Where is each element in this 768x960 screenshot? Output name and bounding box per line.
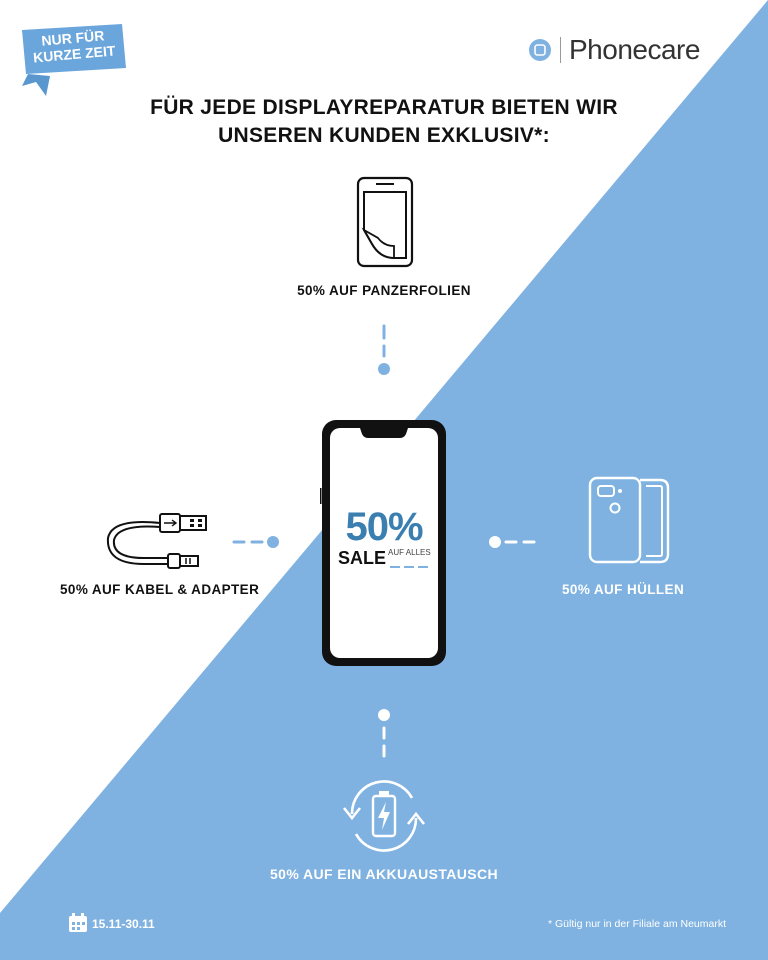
calendar-icon — [69, 913, 87, 932]
connector-right — [489, 536, 536, 548]
headline-line-2: UNSEREN KUNDEN EXKLUSIV*: — [218, 124, 550, 147]
label-kabel: 50% AUF KABEL & ADAPTER — [60, 582, 260, 597]
sale-small-text: AUF ALLES — [388, 548, 431, 557]
headline-line-1: FÜR JEDE DISPLAYREPARATUR BIETEN WIR — [150, 96, 618, 119]
label-akku: 50% AUF EIN AKKUAUSTAUSCH — [269, 866, 499, 882]
ribbon-text: NUR FÜR KURZE ZEIT — [22, 26, 125, 77]
footer-note: * Gültig nur in der Filiale am Neumarkt — [548, 918, 726, 930]
footer-date: 15.11-30.11 — [92, 917, 155, 931]
connector-bottom — [378, 709, 390, 758]
ribbon-badge — [22, 24, 126, 96]
sale-dashes — [390, 566, 428, 568]
phone-case-icon — [588, 476, 670, 564]
brand-name-prefix: Phone — [569, 34, 648, 65]
sale-phone — [320, 420, 446, 666]
sale-word: SALE — [338, 548, 387, 568]
brand-logo-icon — [529, 39, 551, 61]
sale-percent: 50% — [345, 505, 423, 549]
usb-cable-icon — [106, 513, 207, 569]
connector-left — [232, 536, 279, 548]
brand-logo: Phonecare — [528, 34, 700, 66]
brand-name: Phonecare — [569, 34, 700, 66]
label-panzerfolien: 50% AUF PANZERFOLIEN — [297, 283, 471, 298]
headline: FÜR JEDE DISPLAYREPARATUR BIETEN WIR UNS… — [0, 94, 768, 150]
brand-divider — [560, 37, 561, 63]
connector-top — [378, 324, 390, 375]
brand-name-suffix: care — [647, 34, 700, 65]
label-huellen: 50% AUF HÜLLEN — [562, 582, 685, 597]
phone-screen-protector-icon — [356, 176, 414, 268]
battery-recycle-icon — [342, 780, 426, 852]
